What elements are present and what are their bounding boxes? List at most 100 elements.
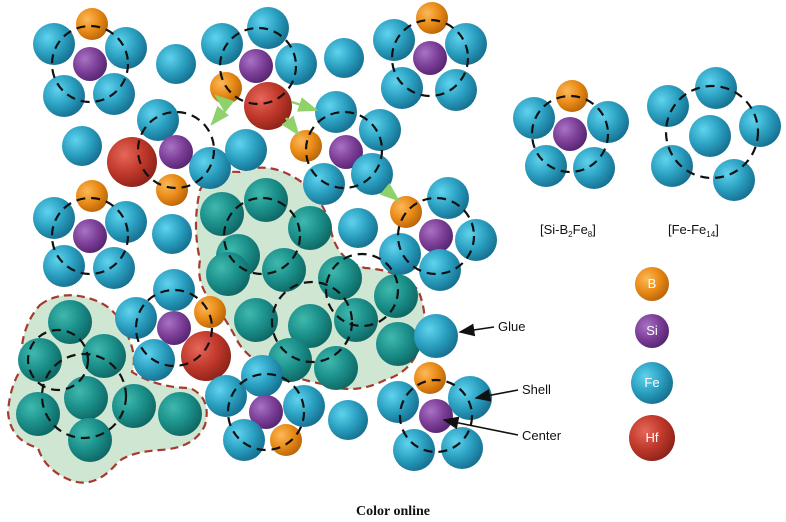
fe-atom xyxy=(393,429,435,471)
dashed-shell-ring xyxy=(324,252,400,328)
dashed-shell-ring xyxy=(398,378,474,454)
fe-atom-glue xyxy=(288,304,332,348)
b-atom xyxy=(390,196,422,228)
fe-atom xyxy=(739,105,781,147)
fe-atom xyxy=(651,145,693,187)
fe-atom-glue xyxy=(112,384,156,428)
si-atom xyxy=(419,399,453,433)
dashed-shell-ring xyxy=(134,288,214,368)
fe-atom xyxy=(359,109,401,151)
si-atom xyxy=(159,135,193,169)
hf-atom xyxy=(244,82,292,130)
dashed-shell-ring xyxy=(530,94,610,174)
fe-atom-glue xyxy=(244,178,288,222)
b-atom xyxy=(416,2,448,34)
b-atom xyxy=(194,296,226,328)
green-arrow xyxy=(291,97,319,112)
fe-atom-glue xyxy=(16,392,60,436)
callout-glue: Glue xyxy=(498,319,525,334)
green-arrow xyxy=(379,183,400,202)
fe-atom xyxy=(152,214,192,254)
fe-atom-glue xyxy=(200,192,244,236)
fe-atom xyxy=(445,23,487,65)
fe-atom-glue xyxy=(48,300,92,344)
callout-shell: Shell xyxy=(522,382,551,397)
dashed-shell-ring xyxy=(664,84,760,180)
b-atom xyxy=(156,174,188,206)
si-atom xyxy=(413,41,447,75)
callout-center: Center xyxy=(522,428,562,443)
green-arrow xyxy=(214,94,235,113)
cluster-formula-sib2fe8: [Si-B2Fe8] xyxy=(540,222,596,239)
dashed-shell-ring xyxy=(50,24,130,104)
si-atom xyxy=(249,395,283,429)
dashed-shell-ring xyxy=(222,196,302,276)
hf-atom xyxy=(181,331,231,381)
fe-atom xyxy=(201,23,243,65)
fe-atom xyxy=(379,233,421,275)
fe-atom xyxy=(513,97,555,139)
fe-atom xyxy=(33,23,75,65)
b-atom xyxy=(414,362,446,394)
legend-label-hf: Hf xyxy=(646,430,659,445)
fe-atom xyxy=(223,419,265,461)
si-atom xyxy=(73,47,107,81)
fe-atom-glue xyxy=(158,392,202,436)
fe-atom-glue xyxy=(234,298,278,342)
green-arrow xyxy=(210,105,229,126)
fe-atom xyxy=(573,147,615,189)
fe-atom xyxy=(455,219,497,261)
si-atom xyxy=(553,117,587,151)
fe-atom xyxy=(105,27,147,69)
green-arrow xyxy=(281,115,300,136)
fe-atom xyxy=(205,375,247,417)
fe-atom-glue xyxy=(314,346,358,390)
si-atom xyxy=(239,49,273,83)
fe-atom xyxy=(435,69,477,111)
fe-atom-glue xyxy=(64,376,108,420)
legend-label-si: Si xyxy=(646,323,658,338)
fe-atom-glue xyxy=(206,252,250,296)
fe-atom xyxy=(441,427,483,469)
hf-atom xyxy=(107,137,157,187)
fe-atom xyxy=(115,297,157,339)
fe-atom xyxy=(713,159,755,201)
dashed-shell-ring xyxy=(26,328,90,392)
fe-atom xyxy=(587,101,629,143)
si-atom xyxy=(157,311,191,345)
fe-atom-glue xyxy=(376,322,420,366)
si-atom xyxy=(635,314,669,348)
fe-atom xyxy=(695,67,737,109)
fe-atom xyxy=(414,314,458,358)
si-atom xyxy=(419,219,453,253)
fe-atom-glue xyxy=(318,256,362,300)
fe-atom xyxy=(689,115,731,157)
dashed-shell-ring xyxy=(40,352,128,440)
hf-atom xyxy=(629,415,675,461)
fe-atom xyxy=(448,376,492,420)
si-atom xyxy=(73,219,107,253)
fe-atom xyxy=(324,38,364,78)
callout-arrow-shell xyxy=(474,389,519,402)
fe-atom xyxy=(153,269,195,311)
fe-atom-glue xyxy=(374,274,418,318)
atoms-layer xyxy=(16,2,781,471)
dashed-shell-ring xyxy=(218,26,298,106)
caption: Color online xyxy=(356,504,430,519)
b-atom xyxy=(635,267,669,301)
fe-atom xyxy=(303,163,345,205)
fe-atom-glue xyxy=(288,206,332,250)
dashed-shell-ring xyxy=(136,110,216,190)
fe-atom-glue xyxy=(334,298,378,342)
b-atom xyxy=(76,8,108,40)
green-arrows xyxy=(210,94,400,202)
fe-atom xyxy=(156,44,196,84)
fe-atom xyxy=(137,99,179,141)
fe-atom xyxy=(62,126,102,166)
fe-atom xyxy=(328,400,368,440)
callout-arrow-glue xyxy=(458,323,495,337)
fe-atom xyxy=(419,249,461,291)
fe-atom xyxy=(241,355,283,397)
